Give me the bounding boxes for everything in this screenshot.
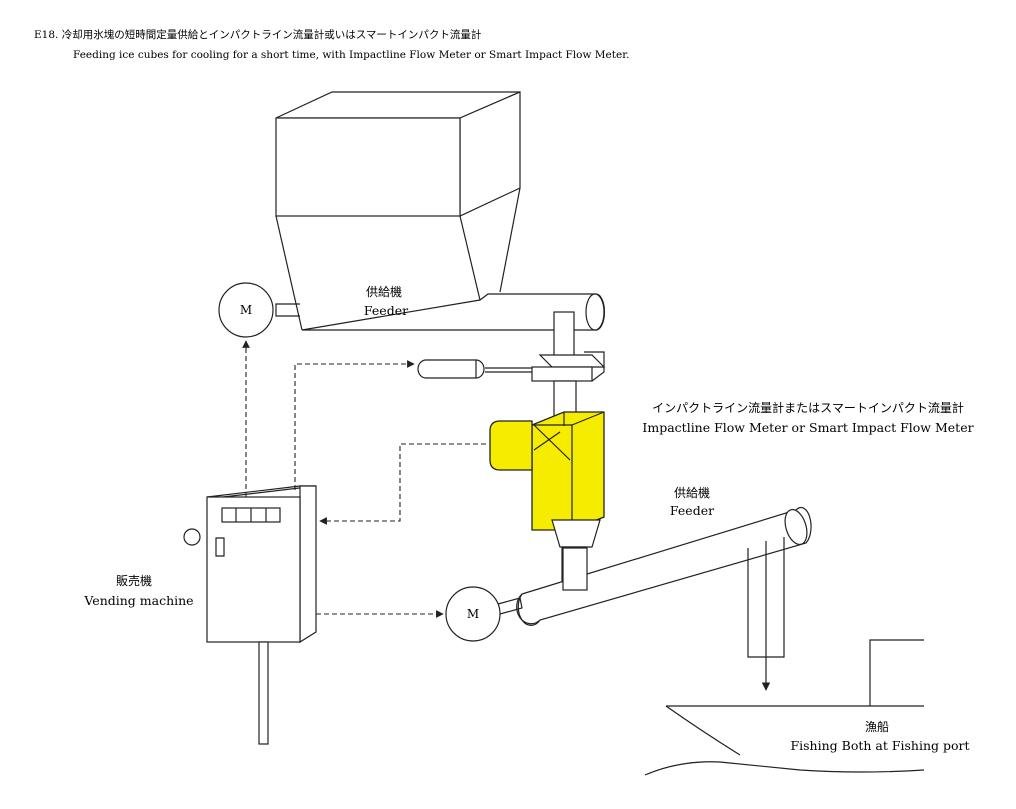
upper-feeder-label-en: Feeder — [364, 303, 408, 318]
actuator-cylinder — [417, 359, 485, 379]
flow-meter — [489, 411, 605, 531]
indicator-lamp — [183, 528, 201, 546]
vending-label-jp: 販売機 — [116, 573, 152, 588]
ice-hopper — [275, 91, 521, 331]
title-en: Feeding ice cubes for cooling for a shor… — [73, 49, 629, 61]
chute-gate — [485, 311, 606, 421]
vending-machine — [206, 485, 317, 745]
lower-feeder-label-jp: 供給機 — [674, 485, 710, 500]
vending-label-en: Vending machine — [83, 593, 193, 608]
upper-motor: M — [218, 282, 274, 338]
flow-meter-label-jp: インパクトライン流量計またはスマートインパクト流量計 — [652, 400, 964, 415]
lower-feeder — [516, 506, 812, 691]
flow-meter-label-en: Impactline Flow Meter or Smart Impact Fl… — [642, 420, 973, 435]
lower-motor: M — [445, 586, 523, 642]
title-jp: E18. 冷却用氷塊の短時間定量供給とインパクトライン流量計或いはスマートインパ… — [34, 28, 482, 41]
upper-feeder-label-jp: 供給機 — [366, 284, 402, 299]
upper-feeder — [275, 293, 606, 331]
fishing-boat — [644, 639, 925, 776]
boat-label-jp: 漁船 — [865, 720, 889, 734]
lower-motor-label: M — [467, 607, 479, 621]
boat-label-en: Fishing Both at Fishing port — [790, 738, 969, 753]
control-signal-lines — [242, 340, 486, 618]
upper-motor-label: M — [240, 303, 252, 317]
lower-feeder-label-en: Feeder — [670, 503, 714, 518]
